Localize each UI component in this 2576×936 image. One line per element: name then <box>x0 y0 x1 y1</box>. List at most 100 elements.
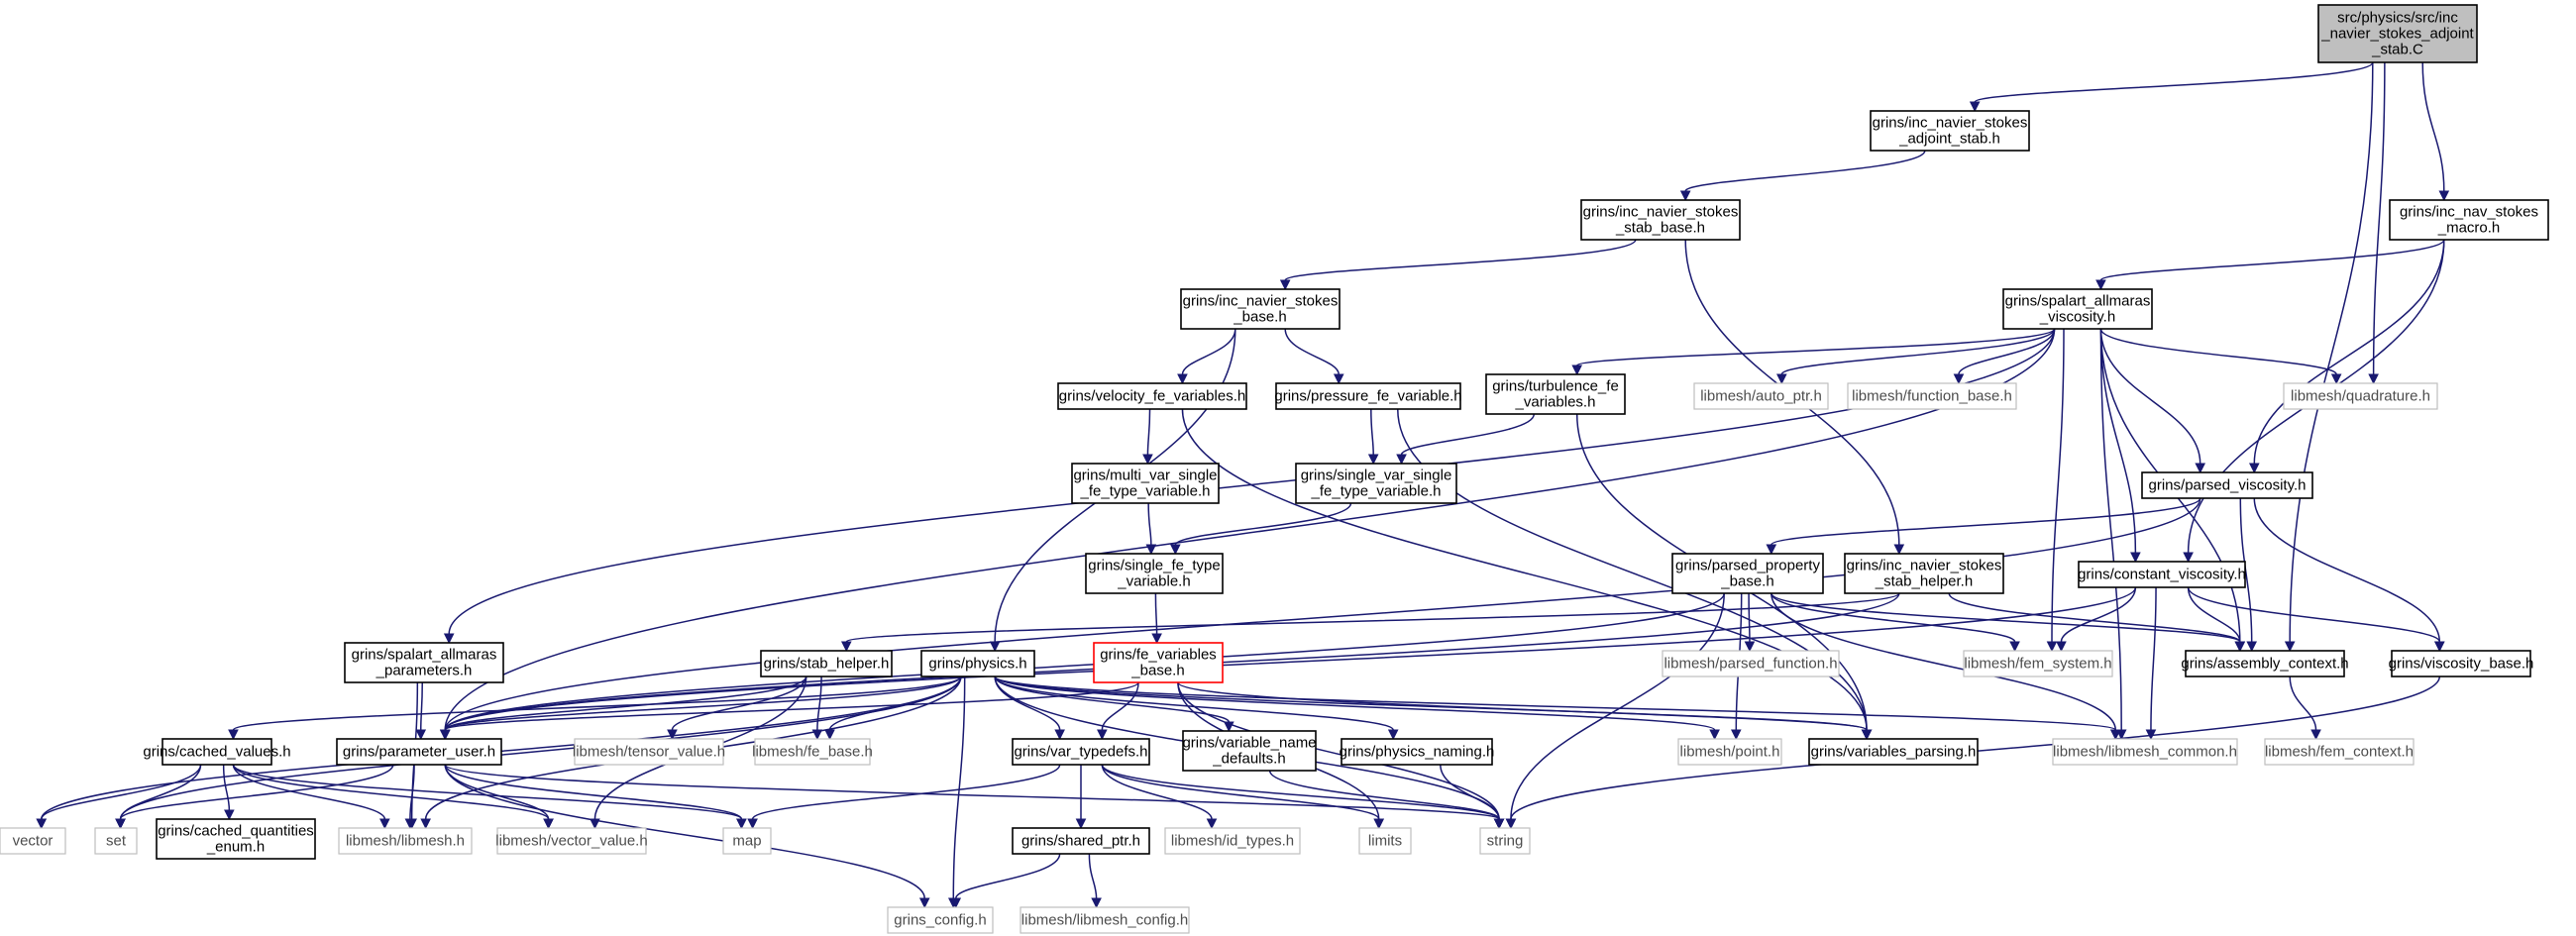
node-label: grins/constant_viscosity.h <box>2078 567 2246 583</box>
node-grins-constant-viscosity-h[interactable]: grins/constant_viscosity.h <box>2078 561 2246 588</box>
node-grins-inc-navier-stokes-stab-base-h[interactable]: grins/inc_navier_stokes_stab_base.h <box>1580 199 1741 241</box>
node-libmesh-id-types-h: libmesh/id_types.h <box>1164 827 1301 855</box>
edge-arrowhead <box>404 818 416 830</box>
node-label: grins/inc_navier_stokes <box>1873 115 2028 132</box>
edge-arrowhead <box>2183 552 2194 564</box>
edge-line <box>444 586 2137 731</box>
node-grins-inc-navier-stokes-stab-helper-h[interactable]: grins/inc_navier_stokes_stab_helper.h <box>1844 553 2004 594</box>
node-grins-parsed-property-base-h[interactable]: grins/parsed_property_base.h <box>1671 553 1824 594</box>
edge-parsedprop-to-femsys <box>1771 592 2020 653</box>
node-label: grins/parsed_viscosity.h <box>2149 477 2307 494</box>
node-box <box>1071 463 1220 504</box>
node-grins-turbulence-fe-variables-h[interactable]: grins/turbulence_fe_variables.h <box>1485 373 1626 415</box>
edge-line <box>994 676 1716 731</box>
node-grins-single-fe-type-variable-h[interactable]: grins/single_fe_type_variable.h <box>1085 553 1224 594</box>
edge-arrowhead <box>1367 454 1379 466</box>
edge-arrowhead <box>747 818 758 830</box>
edge-arrowhead <box>918 897 930 909</box>
edge-stabbase-to-nsbase <box>1279 239 1637 291</box>
node-box <box>1295 463 1457 504</box>
edge-arrowhead <box>1075 818 1087 830</box>
node-grins-fe-variables-base-h[interactable]: grins/fe_variables_base.h <box>1093 642 1224 683</box>
node-grins-physics-h[interactable]: grins/physics.h <box>920 650 1035 677</box>
edge-line <box>1101 764 1500 820</box>
edge-paramuser-to-grinsconfig <box>444 764 930 909</box>
node-grins-spalart-allmaras-parameters-h[interactable]: grins/spalart_allmaras_parameters.h <box>344 642 504 683</box>
node-grins-parsed-viscosity-h[interactable]: grins/parsed_viscosity.h <box>2141 471 2313 499</box>
edge-line <box>2289 676 2317 731</box>
edge-arrowhead <box>420 818 431 830</box>
edge-line <box>1948 592 2241 643</box>
edge-savisc-to-saparams <box>443 328 2056 645</box>
node-src-physics-src-inc-navier-stokes-adjoint-stab-c[interactable]: src/physics/src/inc_navier_stokes_adjoin… <box>2317 4 2478 63</box>
edge-parsedprop-to-paramuser <box>439 592 1725 741</box>
edge-line <box>1268 770 1500 820</box>
node-grins-cached-values-h[interactable]: grins/cached_values.h <box>143 738 291 766</box>
node-label: _stab_helper.h <box>1875 573 1973 590</box>
node-grins-parameter-user-h[interactable]: grins/parameter_user.h <box>336 738 502 766</box>
node-box <box>722 827 772 855</box>
node-grins-multi-var-single-fe-type-variable-h[interactable]: grins/multi_var_single_fe_type_variable.… <box>1071 463 1220 504</box>
edge-line <box>1748 592 1751 643</box>
edge-root-to-quad <box>2368 61 2386 385</box>
edge-arrowhead <box>1097 729 1108 741</box>
node-grins-variable-name-defaults-h[interactable]: grins/variable_name_defaults.h <box>1182 730 1317 772</box>
edge-arrowhead <box>736 818 747 830</box>
edge-line <box>2099 328 2137 554</box>
node-box <box>2317 4 2478 63</box>
edge-line <box>444 764 925 899</box>
node-label: grins/parameter_user.h <box>343 744 495 761</box>
node-label: libmesh/vector_value.h <box>495 833 647 850</box>
edge-physics-to-point <box>994 676 1720 741</box>
node-box <box>1479 827 1531 855</box>
node-grins-viscosity-base-h[interactable]: grins/viscosity_base.h <box>2389 650 2534 677</box>
edge-vartypedefs-to-sharedptr <box>1075 764 1087 830</box>
edge-paramuser-to-libmesh <box>404 764 416 830</box>
node-grins-pressure-fe-variable-h[interactable]: grins/pressure_fe_variable.h <box>1274 382 1462 410</box>
edge-fevarbase-to-paramuser <box>439 681 1139 741</box>
edge-varnamedef-to-string <box>1268 770 1505 830</box>
edge-arrowhead <box>2109 729 2121 741</box>
node-box <box>1093 642 1224 683</box>
node-grins-spalart-allmaras-viscosity-h[interactable]: grins/spalart_allmaras_viscosity.h <box>2002 288 2153 330</box>
node-grins-shared-ptr-h[interactable]: grins/shared_ptr.h <box>1012 827 1150 855</box>
node-label: _parameters.h <box>376 663 473 679</box>
edge-line <box>232 764 386 820</box>
edge-arrowhead <box>443 633 455 645</box>
node-grins-var-typedefs-h[interactable]: grins/var_typedefs.h <box>1012 738 1150 766</box>
node-grins-inc-navier-stokes-base-h[interactable]: grins/inc_navier_stokes_base.h <box>1180 288 1341 330</box>
node-grins-assembly-context-h[interactable]: grins/assembly_context.h <box>2181 650 2349 677</box>
node-grins-stab-helper-h[interactable]: grins/stab_helper.h <box>760 650 893 677</box>
node-grins-cached-quantities-enum-h[interactable]: grins/cached_quantities_enum.h <box>156 818 316 860</box>
edge-arrowhead <box>2195 463 2206 474</box>
nodes-layer: src/physics/src/inc_navier_stokes_adjoin… <box>0 4 2549 934</box>
node-grins-inc-navier-stokes-adjoint-stab-h[interactable]: grins/inc_navier_stokes_adjoint_stab.h <box>1870 110 2030 152</box>
node-label: grins/stab_helper.h <box>764 656 890 673</box>
node-libmesh-tensor-value-h: libmesh/tensor_value.h <box>573 738 725 766</box>
edge-arrowhead <box>439 729 451 741</box>
node-grins-physics-naming-h[interactable]: grins/physics_naming.h <box>1340 738 1495 766</box>
edge-arrowhead <box>1151 633 1162 645</box>
edge-constvisc-to-lmcommon <box>2145 586 2157 741</box>
edge-sharedptr-to-grinsconfig <box>950 853 1061 909</box>
node-label: grins/physics.h <box>928 656 1026 673</box>
node-box <box>1671 553 1824 594</box>
node-box <box>1662 650 1840 677</box>
edge-line <box>41 764 202 820</box>
node-label: src/physics/src/inc <box>2337 10 2458 27</box>
node-grins-variables-parsing-h[interactable]: grins/variables_parsing.h <box>1808 738 1979 766</box>
node-grins-inc-nav-stokes-macro-h[interactable]: grins/inc_nav_stokes_macro.h <box>2389 199 2549 241</box>
edge-line <box>2372 61 2386 375</box>
node-grins-velocity-fe-variables-h[interactable]: grins/velocity_fe_variables.h <box>1057 382 1247 410</box>
edge-line <box>444 676 807 731</box>
node-label: libmesh/parsed_function.h <box>1664 656 1837 673</box>
edge-line <box>2099 328 2201 465</box>
node-label: grins/var_typedefs.h <box>1014 744 1147 761</box>
node-box <box>2141 471 2313 499</box>
node-label: grins/parsed_property <box>1675 558 1820 574</box>
edge-line <box>1958 328 2056 375</box>
edge-line <box>1088 853 1098 899</box>
node-label: grins/inc_navier_stokes <box>1847 558 2002 574</box>
edge-macro-to-savisc <box>2095 239 2445 291</box>
node-grins-single-var-single-fe-type-variable-h[interactable]: grins/single_var_single_fe_type_variable… <box>1295 463 1457 504</box>
